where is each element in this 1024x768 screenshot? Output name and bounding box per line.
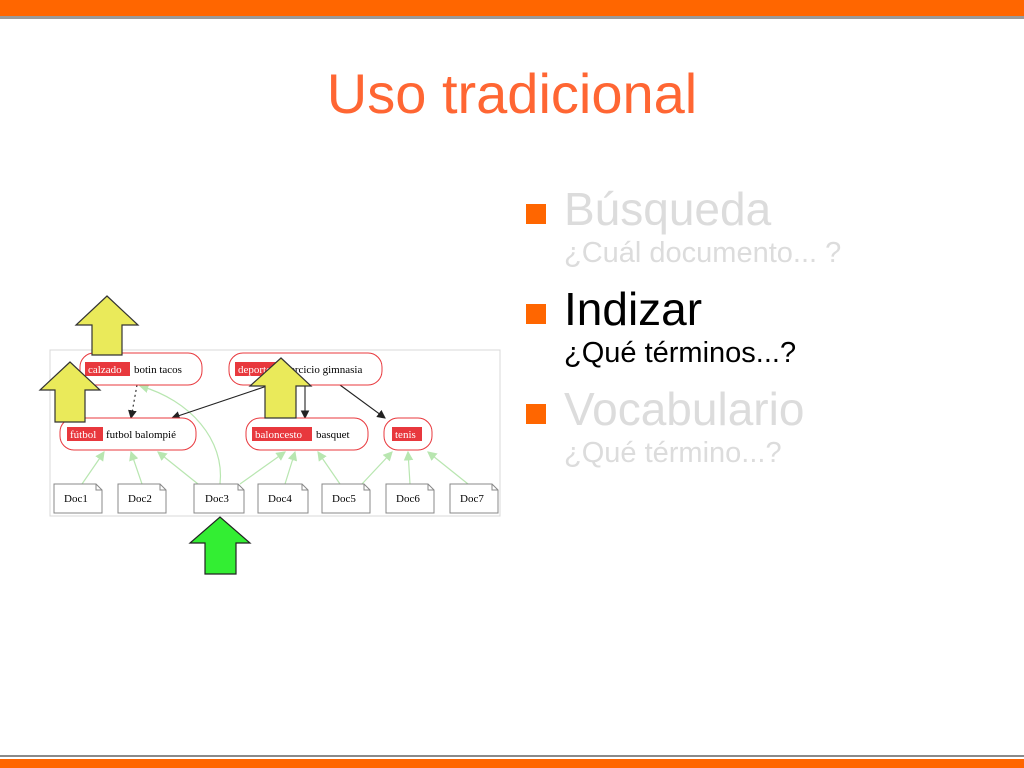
concept-terms: basquet <box>316 429 350 441</box>
bullet-subtext: ¿Cuál documento... ? <box>564 237 842 269</box>
document-node-doc1: Doc1 <box>53 483 103 514</box>
square-bullet-icon <box>526 304 546 324</box>
concept-tag: tenis <box>395 429 416 441</box>
document-node-doc5: Doc5 <box>321 483 371 514</box>
top-accent-bar <box>0 0 1024 16</box>
document-node-doc3: Doc3 <box>193 483 245 514</box>
slide-title: Uso tradicional <box>326 62 698 125</box>
concept-tag: deporte <box>238 364 271 376</box>
up-arrow-icon <box>188 516 252 575</box>
concept-links <box>128 384 386 420</box>
document-node-doc7: Doc7 <box>449 483 499 514</box>
concept-terms: futbol balompié <box>106 429 176 441</box>
bottom-divider <box>0 755 1024 757</box>
doc-links <box>81 383 469 485</box>
document-node-doc4: Doc4 <box>257 483 309 514</box>
bullet-list: Búsqueda ¿Cuál documento... ? Indizar ¿Q… <box>524 182 1004 482</box>
bullet-heading: Indizar <box>564 283 703 335</box>
bullet-indizar: Indizar ¿Qué términos...? <box>524 282 1004 370</box>
bullet-vocabulario: Vocabulario ¿Qué término...? <box>524 382 1004 470</box>
document-label: Doc1 <box>64 493 88 505</box>
document-label: Doc4 <box>268 493 292 505</box>
bullet-heading: Vocabulario <box>564 383 805 435</box>
square-bullet-icon <box>526 204 546 224</box>
document-label: Doc7 <box>460 493 484 505</box>
document-label: Doc6 <box>396 493 420 505</box>
up-arrow-icon <box>248 357 313 419</box>
document-node-doc2: Doc2 <box>117 483 167 514</box>
bullet-heading: Búsqueda <box>564 183 772 235</box>
square-bullet-icon <box>526 404 546 424</box>
document-node-doc6: Doc6 <box>385 483 435 514</box>
concept-tag: baloncesto <box>255 429 303 441</box>
top-accent-shadow <box>0 16 1024 19</box>
concept-node-calzado: calzado botin tacos <box>79 352 203 386</box>
up-arrow-icon <box>74 295 140 356</box>
bullet-subtext: ¿Qué término...? <box>564 437 782 469</box>
concept-node-futbol: fútbol futbol balompié <box>59 417 197 451</box>
bullet-busqueda: Búsqueda ¿Cuál documento... ? <box>524 182 1004 270</box>
concept-node-tenis: tenis <box>383 417 433 451</box>
up-arrow-icon <box>38 361 102 423</box>
concept-tag: fútbol <box>70 429 96 441</box>
document-label: Doc2 <box>128 493 152 505</box>
bottom-accent-bar <box>0 759 1024 768</box>
concept-terms: botin tacos <box>134 364 182 376</box>
document-label: Doc5 <box>332 493 356 505</box>
concept-node-baloncesto: baloncesto basquet <box>245 417 369 451</box>
concept-tag: calzado <box>88 364 122 376</box>
bullet-subtext: ¿Qué términos...? <box>564 337 797 369</box>
document-label: Doc3 <box>205 493 229 505</box>
concept-terms: ejercicio gimnasia <box>282 364 362 376</box>
